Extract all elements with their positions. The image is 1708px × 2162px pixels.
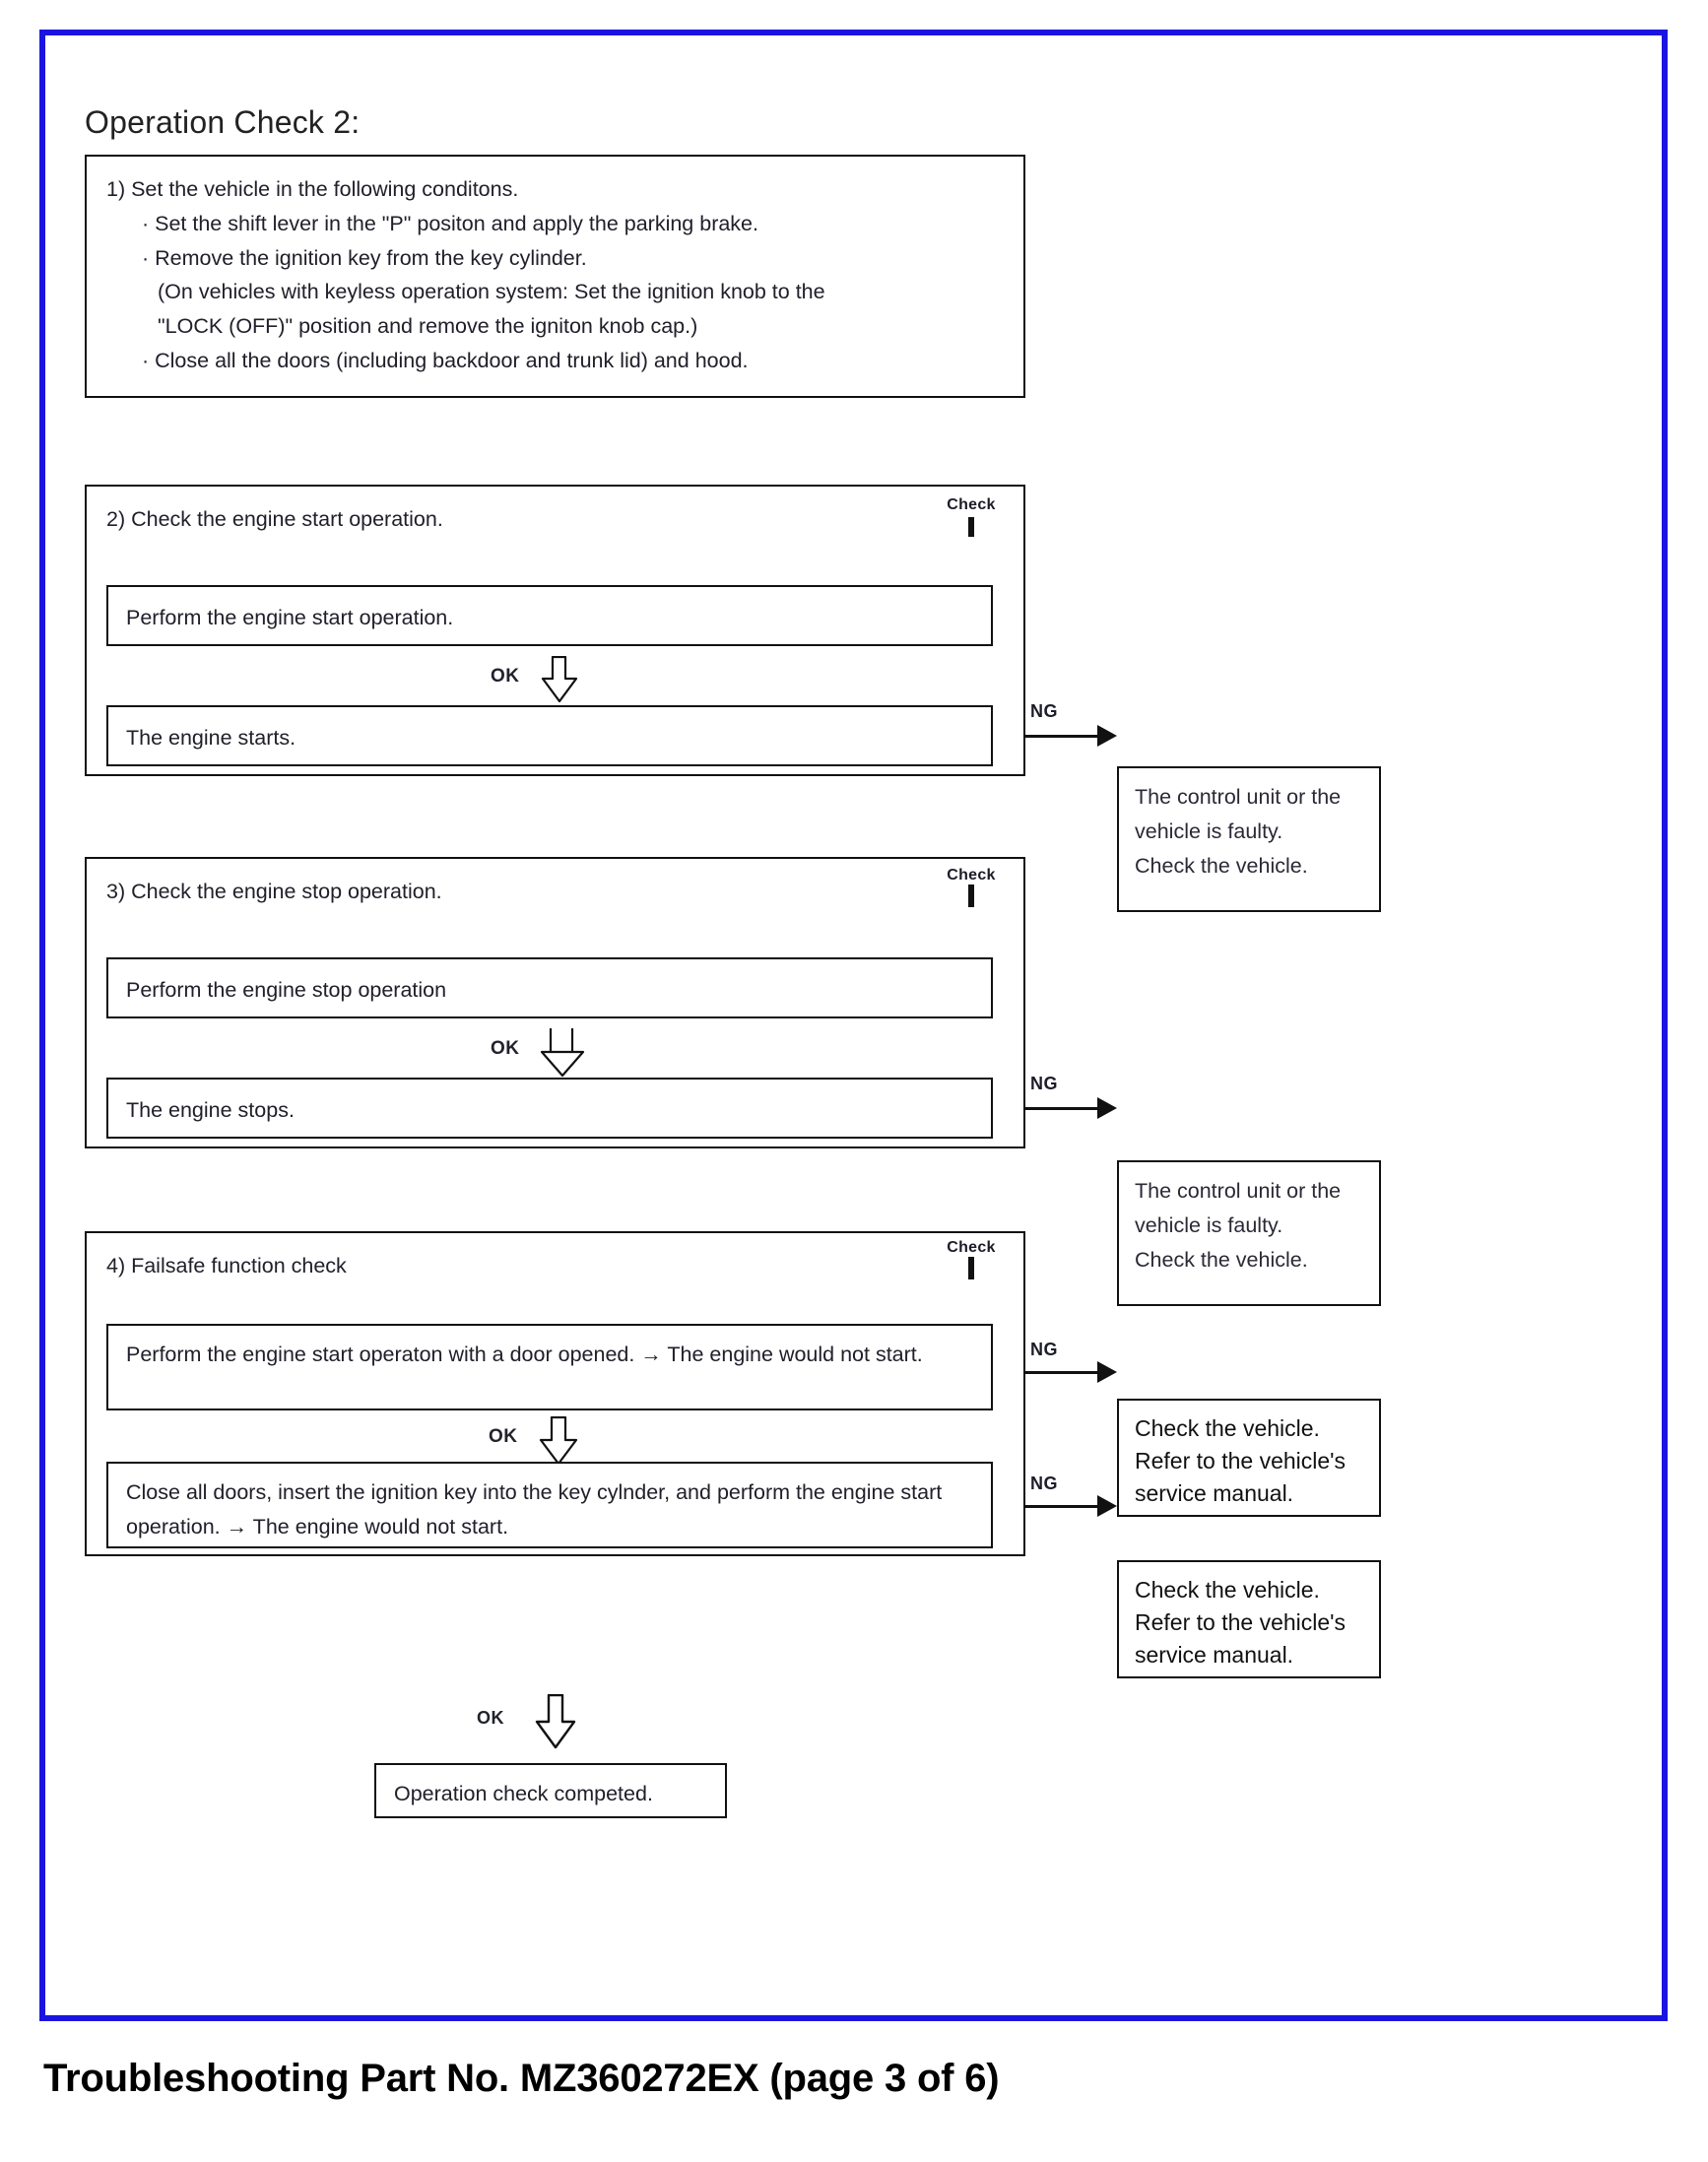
step-2-action-text: Perform the engine start operation. xyxy=(126,605,454,629)
step-4-box: 4) Failsafe function check Check Perform… xyxy=(85,1230,1117,1556)
page-content: Operation Check 2: 1) Set the vehicle in… xyxy=(63,104,1644,2005)
step-2-box: 2) Check the engine start operation. Che… xyxy=(85,484,1117,776)
page-title: Operation Check 2: xyxy=(85,104,361,140)
step-4-ng-arrowhead-2 xyxy=(1097,1494,1117,1517)
step-4-ok-arrow-1 xyxy=(538,1415,579,1466)
step-3-ng-outcome-line-3: Check the vehicle. xyxy=(1135,1247,1308,1272)
step-4-ng-outcome-box-2: Check the vehicle. Refer to the vehicle'… xyxy=(1117,1560,1381,1678)
checkbox-icon[interactable] xyxy=(968,884,974,907)
step-4-check-marker[interactable]: Check xyxy=(927,1238,1016,1279)
step-1-bullet-2: · Remove the ignition key from the key c… xyxy=(142,245,587,270)
step-4-ok-label-2: OK xyxy=(477,1708,504,1728)
step-2-ok-label-1: OK xyxy=(491,665,520,687)
step-2-ng-outcome-line-1: The control unit or the xyxy=(1135,785,1342,809)
step-4-ng-outcome-2-line-2: Refer to the vehicle's xyxy=(1135,1609,1347,1636)
step-2-check-marker[interactable]: Check xyxy=(927,495,1016,537)
check-label: Check xyxy=(947,1238,996,1256)
step-1-title: 1) Set the vehicle in the following cond… xyxy=(106,177,519,201)
step-3-result-text: The engine stops. xyxy=(126,1097,295,1122)
check-label: Check xyxy=(947,866,996,884)
step-4-ng-outcome-1-line-3: service manual. xyxy=(1135,1480,1294,1507)
step-2-result-text: The engine starts. xyxy=(126,725,296,750)
step-4-ng-outcome-2-line-3: service manual. xyxy=(1135,1642,1294,1669)
step-4-title: 4) Failsafe function check xyxy=(106,1253,347,1278)
step-3-ok-label-1: OK xyxy=(491,1037,520,1059)
step-4-ng-label-1: NG xyxy=(1030,1339,1058,1359)
step-3-ng-outcome-box: The control unit or the vehicle is fault… xyxy=(1117,1160,1381,1306)
step-3-check-marker[interactable]: Check xyxy=(927,866,1016,907)
page-border-frame: Operation Check 2: 1) Set the vehicle in… xyxy=(39,30,1668,2021)
step-4-action-box-2: Close all doors, insert the ignition key… xyxy=(106,1461,993,1548)
step-4-action-text-2: Close all doors, insert the ignition key… xyxy=(126,1479,949,1539)
step-4-action-text-1: Perform the engine start operaton with a… xyxy=(126,1342,923,1366)
step-2-ng-outcome-line-2: vehicle is faulty. xyxy=(1135,819,1283,843)
step-3-title: 3) Check the engine stop operation. xyxy=(106,879,442,903)
step-3-ok-arrow-1 xyxy=(540,1026,591,1078)
step-4-ng-outcome-2-line-1: Check the vehicle. xyxy=(1135,1577,1320,1603)
step-3-action-box: Perform the engine stop operation xyxy=(106,956,993,1018)
step-4-ng-arrowhead-1 xyxy=(1097,1360,1117,1383)
check-label: Check xyxy=(947,495,996,513)
checkbox-icon[interactable] xyxy=(968,516,974,537)
step-3-result-box: The engine stops. xyxy=(106,1077,993,1139)
step-2-action-box: Perform the engine start operation. xyxy=(106,584,993,646)
step-2-ng-line xyxy=(1024,734,1101,738)
step-4-ng-outcome-1-line-2: Refer to the vehicle's xyxy=(1135,1448,1347,1474)
step-3-ng-arrowhead xyxy=(1097,1096,1117,1119)
step-3-ng-label: NG xyxy=(1030,1073,1058,1093)
step-2-result-box: The engine starts. xyxy=(106,704,993,766)
step-4-ok-label-1: OK xyxy=(489,1425,518,1447)
step-3-box: 3) Check the engine stop operation. Chec… xyxy=(85,856,1117,1148)
step-2-ng-outcome-box: The control unit or the vehicle is fault… xyxy=(1117,766,1381,912)
step-3-action-text: Perform the engine stop operation xyxy=(126,977,447,1002)
step-4-ng-outcome-1-line-1: Check the vehicle. xyxy=(1135,1415,1320,1441)
step-3-ng-line xyxy=(1024,1106,1101,1110)
step-2-ng-outcome-line-3: Check the vehicle. xyxy=(1135,853,1308,878)
step-4-ng-line-1 xyxy=(1024,1370,1101,1374)
step-1-bullet-4: "LOCK (OFF)" position and remove the ign… xyxy=(158,314,698,339)
step-1-box: 1) Set the vehicle in the following cond… xyxy=(85,155,1025,398)
step-2-ok-arrow-1 xyxy=(540,655,579,703)
final-result-box: Operation check competed. xyxy=(374,1763,727,1818)
checkbox-icon[interactable] xyxy=(968,1256,974,1279)
step-1-bullet-3: (On vehicles with keyless operation syst… xyxy=(158,280,825,304)
step-3-ng-outcome-line-1: The control unit or the xyxy=(1135,1179,1342,1203)
step-2-ng-label: NG xyxy=(1030,700,1058,721)
final-result-text: Operation check competed. xyxy=(394,1782,653,1805)
step-4-action-box-1: Perform the engine start operaton with a… xyxy=(106,1323,993,1410)
step-4-ng-label-2: NG xyxy=(1030,1473,1058,1493)
step-3-ng-outcome-line-2: vehicle is faulty. xyxy=(1135,1212,1283,1237)
step-2-ng-arrowhead xyxy=(1097,724,1117,747)
step-1-bullet-5: · Close all the doors (including backdoo… xyxy=(142,349,749,373)
step-4-ng-line-2 xyxy=(1024,1504,1101,1508)
step-4-ng-outcome-box-1: Check the vehicle. Refer to the vehicle'… xyxy=(1117,1399,1381,1517)
page-caption: Troubleshooting Part No. MZ360272EX (pag… xyxy=(43,2057,1000,2100)
flow-arrow-step4-to-final xyxy=(534,1694,577,1749)
step-1-bullet-1: · Set the shift lever in the "P" positon… xyxy=(142,211,758,235)
step-2-title: 2) Check the engine start operation. xyxy=(106,506,443,531)
